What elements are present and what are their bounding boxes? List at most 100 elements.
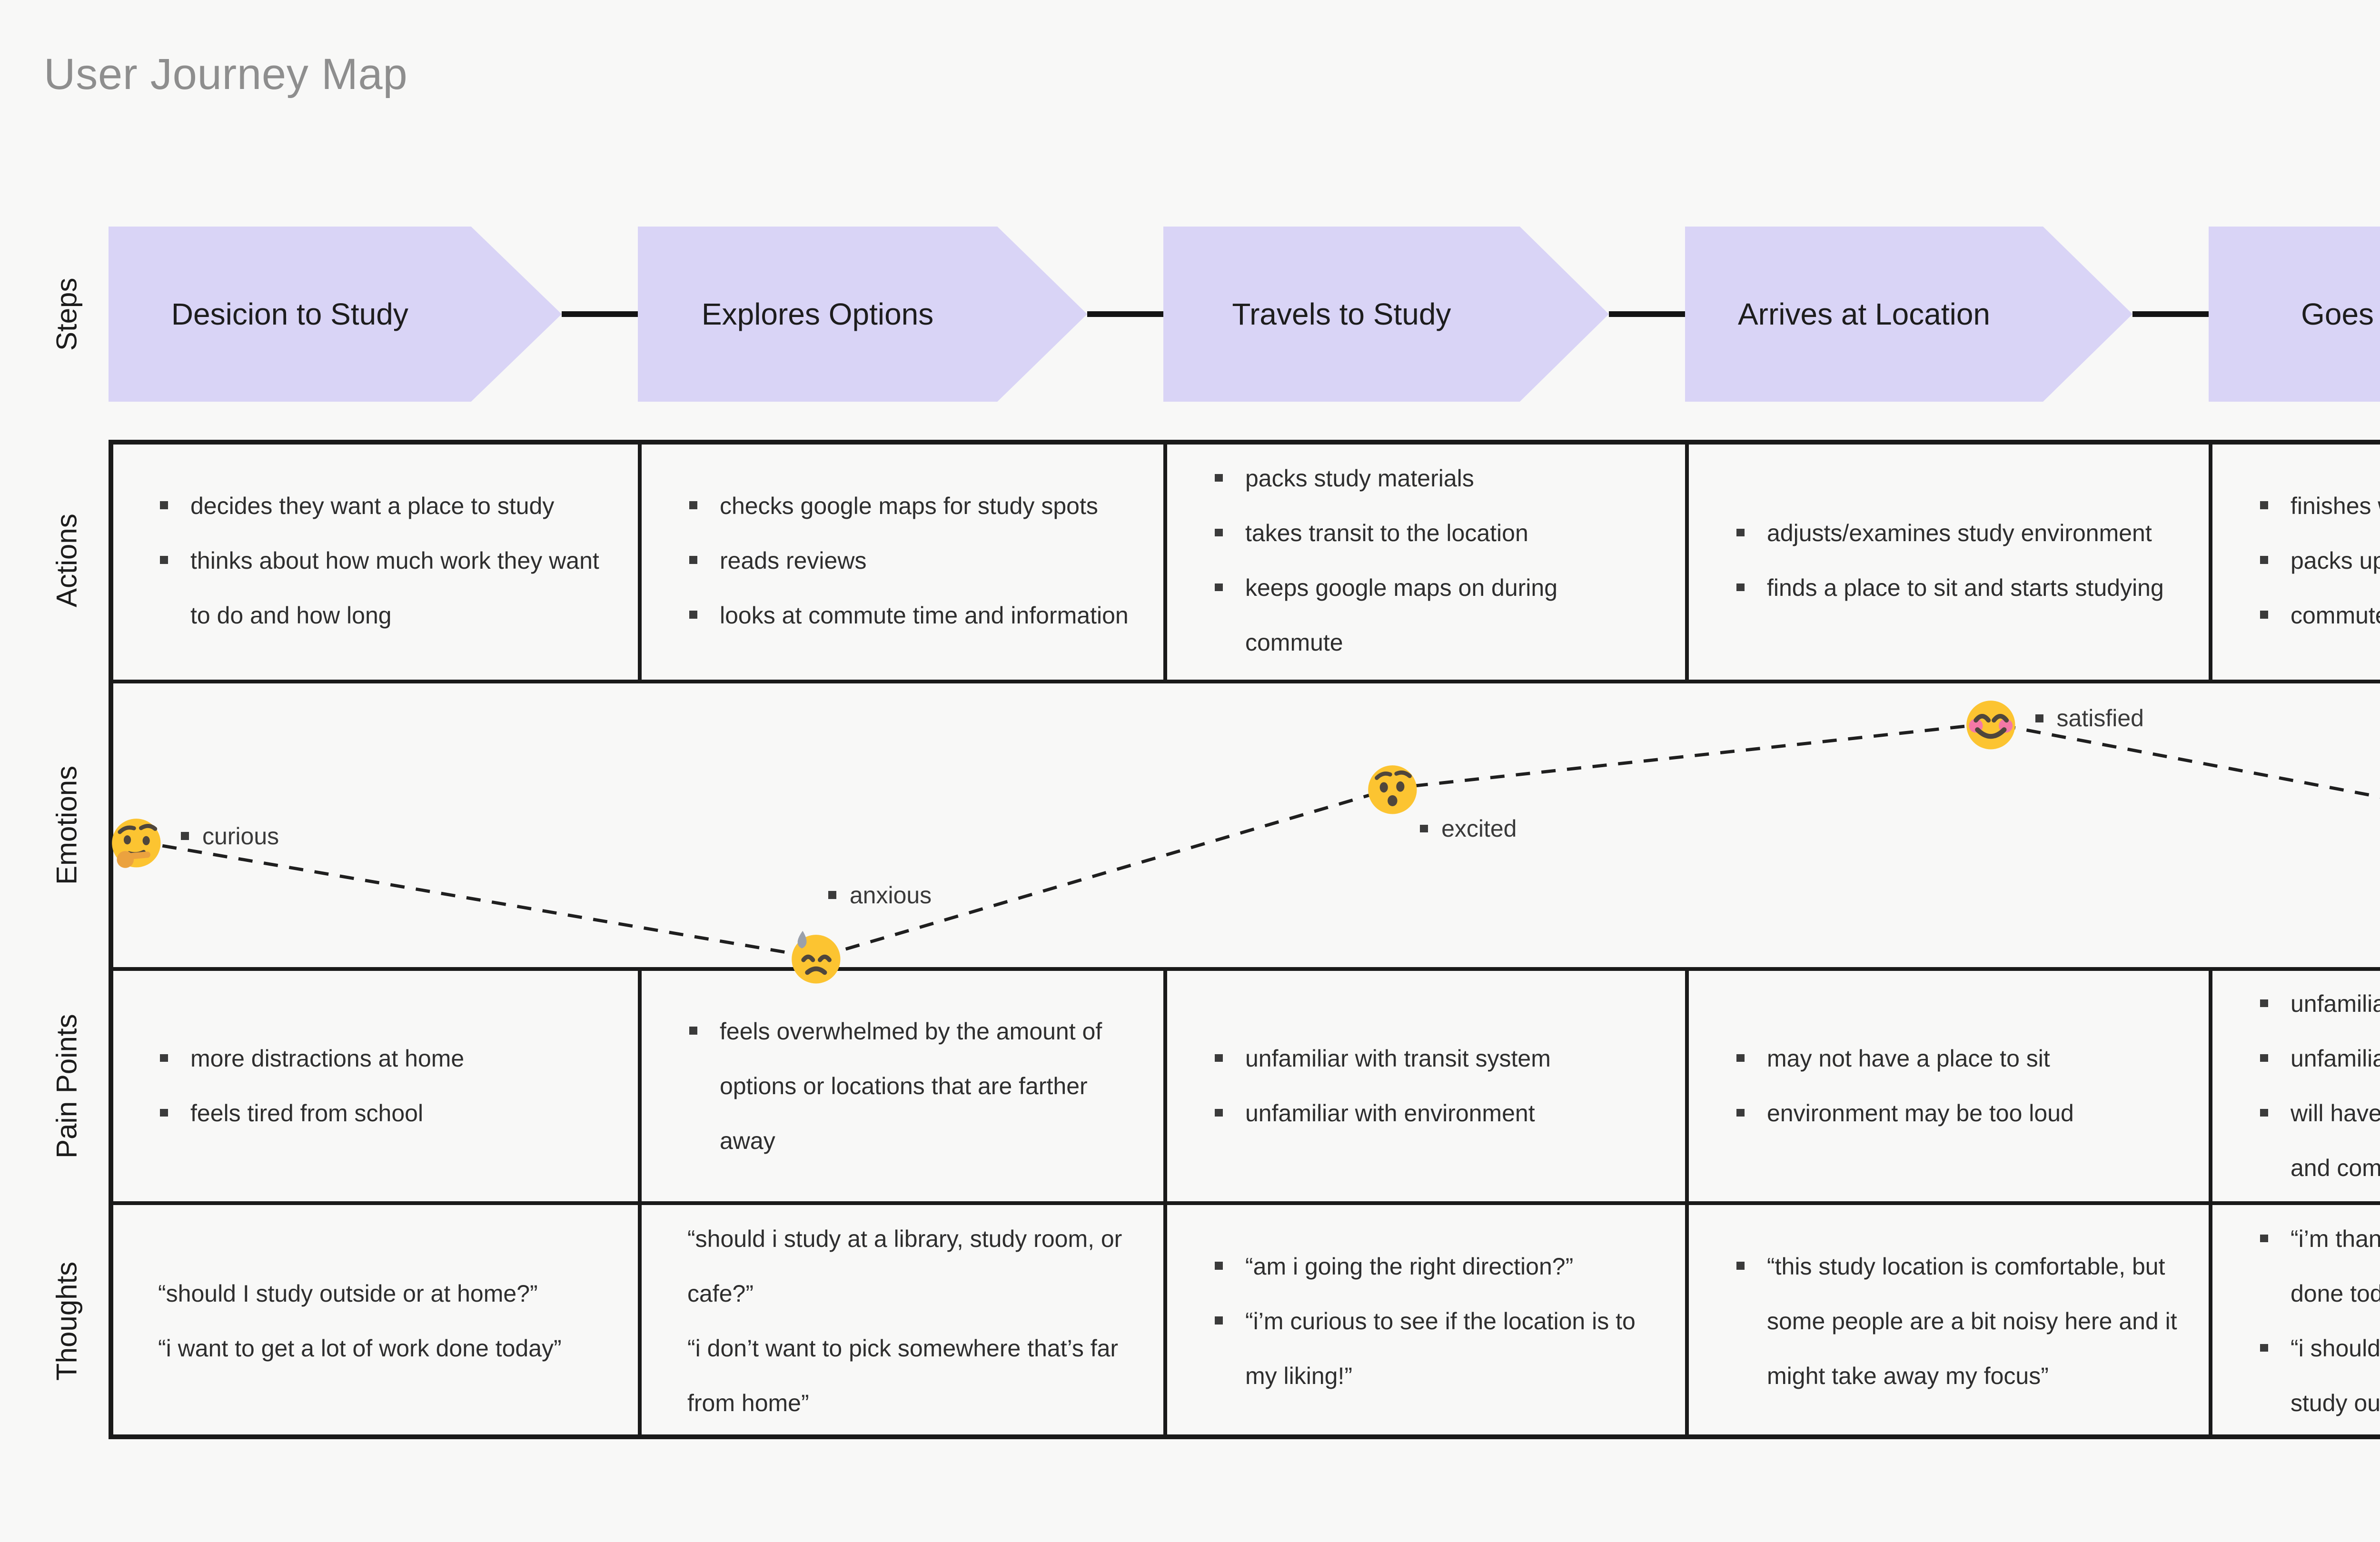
actions-list: decides they want a place to study think…: [158, 479, 611, 643]
actions-list: checks google maps for study spots reads…: [687, 479, 1137, 643]
grid-line: [638, 1203, 642, 1439]
pain-point-item: unfamiliar with environment: [2258, 1031, 2380, 1086]
step-arrow-decision: Desicion to Study: [109, 227, 562, 402]
emotion-label-text: curious: [202, 822, 279, 850]
pain-point-item: unfamiliar with transit system: [2258, 977, 2380, 1031]
thoughts-list: “am i going the right direction?” “i’m c…: [1213, 1239, 1658, 1404]
pain-points-list: unfamiliar with transit system unfamilia…: [2258, 977, 2380, 1196]
thought-item: “i’m curious to see if the location is t…: [1213, 1294, 1658, 1404]
action-item: looks at commute time and information: [687, 588, 1137, 643]
step-connector-line: [1087, 311, 1163, 317]
action-item: thinks about how much work they want to …: [158, 534, 611, 643]
step-connector-line: [2132, 311, 2209, 317]
pain-point-item: unfamiliar with environment: [1213, 1086, 1658, 1141]
journey-table-frame: [109, 440, 2380, 1439]
action-item: commutes home: [2258, 588, 2380, 643]
action-item: finds a place to sit and starts studying: [1735, 561, 2182, 615]
pain-points-list: more distractions at home feels tired fr…: [158, 1031, 611, 1141]
step-label: Arrives at Location: [1737, 297, 1991, 331]
action-item: keeps google maps on during commute: [1213, 561, 1658, 670]
step-arrow-travels: Travels to Study: [1163, 227, 1609, 402]
grid-line: [1163, 440, 1167, 682]
step-connector-line: [1609, 311, 1685, 317]
pain-points-cell-4: may not have a place to sit environment …: [1685, 969, 2209, 1203]
hushed-face-icon: [1368, 765, 1417, 814]
grid-line: [109, 967, 2380, 971]
pain-points-cell-5: unfamiliar with transit system unfamilia…: [2209, 969, 2380, 1203]
step-arrow-explores: Explores Options: [638, 227, 1087, 402]
pain-point-item: feels tired from school: [158, 1086, 611, 1141]
grid-line: [1685, 1203, 1689, 1439]
grid-line: [638, 969, 642, 1203]
thought-quote: “i don’t want to pick somewhere that’s f…: [687, 1335, 1119, 1416]
action-item: adjusts/examines study environment: [1735, 506, 2182, 561]
downcast-face-with-sweat-icon: [792, 930, 841, 984]
bullet-square-icon: [181, 832, 189, 840]
emotion-label-text: satisfied: [2056, 705, 2144, 732]
thought-quote: “i want to get a lot of work done today”: [158, 1335, 562, 1362]
bullet-square-icon: [828, 891, 836, 900]
pain-points-cell-1: more distractions at home feels tired fr…: [109, 969, 638, 1203]
emotion-label-text: excited: [1441, 815, 1517, 842]
pain-point-item: unfamiliar with transit system: [1213, 1031, 1658, 1086]
page-title: User Journey Map: [44, 50, 408, 99]
emotion-label: satisfied: [2035, 704, 2144, 732]
actions-cell-4: adjusts/examines study environment finds…: [1685, 440, 2209, 682]
pain-points-cell-2: feels overwhelmed by the amount of optio…: [638, 969, 1163, 1203]
thoughts-list: “i’m thankful i got a lot of work done t…: [2258, 1212, 2380, 1431]
emotion-label: curious: [181, 822, 279, 850]
actions-cell-3: packs study materials takes transit to t…: [1163, 440, 1685, 682]
bullet-square-icon: [2035, 714, 2043, 722]
grid-line: [2209, 440, 2212, 682]
row-label-thoughts: Thoughts: [50, 1261, 83, 1381]
grid-line: [1163, 969, 1167, 1203]
thought-quote: “should I study outside or at home?”: [158, 1280, 538, 1307]
emotions-band: curious anxious: [109, 682, 2380, 984]
thoughts-cell-1: “should I study outside or at home?” “i …: [109, 1203, 638, 1439]
pain-point-item: environment may be too loud: [1735, 1086, 2182, 1141]
thoughts-cell-2: “should i study at a library, study room…: [638, 1203, 1163, 1439]
emotion-label: anxious: [828, 881, 932, 909]
actions-list: packs study materials takes transit to t…: [1213, 451, 1658, 670]
thoughts-cell-3: “am i going the right direction?” “i’m c…: [1163, 1203, 1685, 1439]
actions-cell-1: decides they want a place to study think…: [109, 440, 638, 682]
row-label-pain-points: Pain Points: [50, 1014, 83, 1158]
action-item: finishes working/studying: [2258, 479, 2380, 534]
step-label: Desicion to Study: [171, 297, 408, 331]
thought-item: “i’m thankful i got a lot of work done t…: [2258, 1212, 2380, 1321]
step-connector-line: [562, 311, 638, 317]
step-label: Explores Options: [701, 297, 934, 331]
emotion-dashed-line: [137, 722, 2380, 959]
grid-line: [2209, 969, 2212, 1203]
thinking-face-icon: [112, 818, 161, 868]
pain-point-item: more distractions at home: [158, 1031, 611, 1086]
actions-list: adjusts/examines study environment finds…: [1735, 506, 2182, 615]
row-label-emotions: Emotions: [50, 765, 83, 885]
action-item: checks google maps for study spots: [687, 479, 1137, 534]
step-arrow-goes-home: Goes Home: [2209, 227, 2380, 402]
pain-points-list: unfamiliar with transit system unfamilia…: [1213, 1031, 1658, 1141]
grid-line: [1685, 440, 1689, 682]
action-item: decides they want a place to study: [158, 479, 611, 534]
action-item: reads reviews: [687, 534, 1137, 588]
bullet-square-icon: [1420, 824, 1428, 833]
actions-cell-5: finishes working/studying packs up mater…: [2209, 440, 2380, 682]
row-label-steps: Steps: [50, 277, 83, 351]
pain-point-item: may not have a place to sit: [1735, 1031, 2182, 1086]
emotion-label-text: anxious: [849, 881, 932, 909]
pain-point-item: feels overwhelmed by the amount of optio…: [687, 1004, 1137, 1168]
action-item: packs study materials: [1213, 451, 1658, 506]
smiling-face-closed-eyes-icon: [1966, 701, 2015, 750]
action-item: packs up materials: [2258, 534, 2380, 588]
grid-line: [638, 440, 642, 682]
grid-line: [109, 1201, 2380, 1205]
thoughts-cell-4: “this study location is comfortable, but…: [1685, 1203, 2209, 1439]
thought-item: “this study location is comfortable, but…: [1735, 1239, 2182, 1404]
step-label: Travels to Study: [1232, 297, 1451, 331]
thought-quote: “should i study at a library, study room…: [687, 1226, 1122, 1307]
actions-list: finishes working/studying packs up mater…: [2258, 479, 2380, 643]
actions-cell-2: checks google maps for study spots reads…: [638, 440, 1163, 682]
step-label: Goes Home: [2301, 297, 2380, 331]
step-arrow-arrives: Arrives at Location: [1685, 227, 2132, 402]
